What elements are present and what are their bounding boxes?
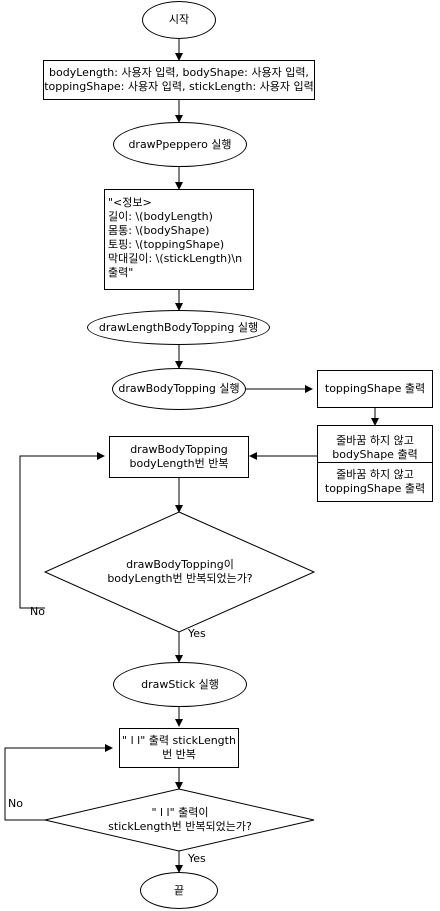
repeat-stick-label: " l l" 출력 stickLength 번 반복: [122, 734, 236, 761]
topping-shape-no-newline-process: 줄바꿈 하지 않고 toppingShape 출력: [317, 462, 433, 502]
topping-shape-output-label: toppingShape 출력: [324, 382, 426, 395]
decision-stick-no-label: No: [8, 797, 23, 810]
arrow-decision-no-loop: [19, 452, 105, 609]
draw-stick-label: drawStick 실행: [141, 677, 219, 691]
body-shape-no-newline-label: 줄바꿈 하지 않고 bodyShape 출력: [332, 433, 418, 461]
draw-length-body-topping-label: drawLengthBodyTopping 실행: [98, 320, 259, 334]
decision-body-topping-no-label: No: [30, 605, 45, 618]
repeat-body-topping-box: drawBodyTopping bodyLength번 반복: [109, 436, 249, 478]
draw-body-topping-label: drawBodyTopping 실행: [118, 382, 240, 395]
decision-stick-yes-label: Yes: [188, 852, 206, 865]
topping-shape-output-box: toppingShape 출력: [317, 370, 433, 408]
info-output-box: "<정보> 길이: \(bodyLength) 몸통: \(bodyShape)…: [104, 189, 254, 290]
draw-ppeppero-label: drawPpeppero 실행: [128, 137, 232, 151]
draw-ppeppero-node: drawPpeppero 실행: [113, 122, 247, 167]
start-node: 시작: [142, 1, 216, 39]
start-label: 시작: [168, 13, 190, 26]
decision-body-topping-label: drawBodyTopping이 bodyLength번 반복되었는가?: [107, 558, 253, 585]
decision-stick-text: " l l" 출력이 stickLength번 반복되었는가?: [90, 801, 270, 839]
draw-body-topping-node: drawBodyTopping 실행: [112, 368, 246, 410]
topping-shape-no-newline-label: 줄바꿈 하지 않고 toppingShape 출력: [324, 468, 426, 495]
end-label: 끝: [173, 883, 185, 897]
repeat-body-topping-label: drawBodyTopping bodyLength번 반복: [129, 443, 229, 470]
decision-body-topping-yes-label: Yes: [188, 627, 206, 640]
draw-stick-node: drawStick 실행: [113, 662, 247, 707]
decision-stick-shape: [44, 788, 315, 852]
decision-body-topping-shape: [43, 511, 316, 633]
draw-length-body-topping-node: drawLengthBodyTopping 실행: [87, 310, 270, 345]
info-output-label: "<정보> 길이: \(bodyLength) 몸통: \(bodyShape)…: [108, 196, 243, 279]
input-process: bodyLength: 사용자 입력, bodyShape: 사용자 입력, t…: [43, 60, 315, 100]
input-label: bodyLength: 사용자 입력, bodyShape: 사용자 입력, t…: [44, 66, 314, 93]
decision-body-topping-text: drawBodyTopping이 bodyLength번 반복되었는가?: [90, 552, 270, 592]
repeat-stick-box: " l l" 출력 stickLength 번 반복: [119, 728, 239, 768]
end-node: 끝: [140, 872, 218, 909]
arrow-decisionstick-no-loop: [4, 744, 113, 821]
decision-stick-label: " l l" 출력이 stickLength번 반복되었는가?: [108, 806, 252, 833]
